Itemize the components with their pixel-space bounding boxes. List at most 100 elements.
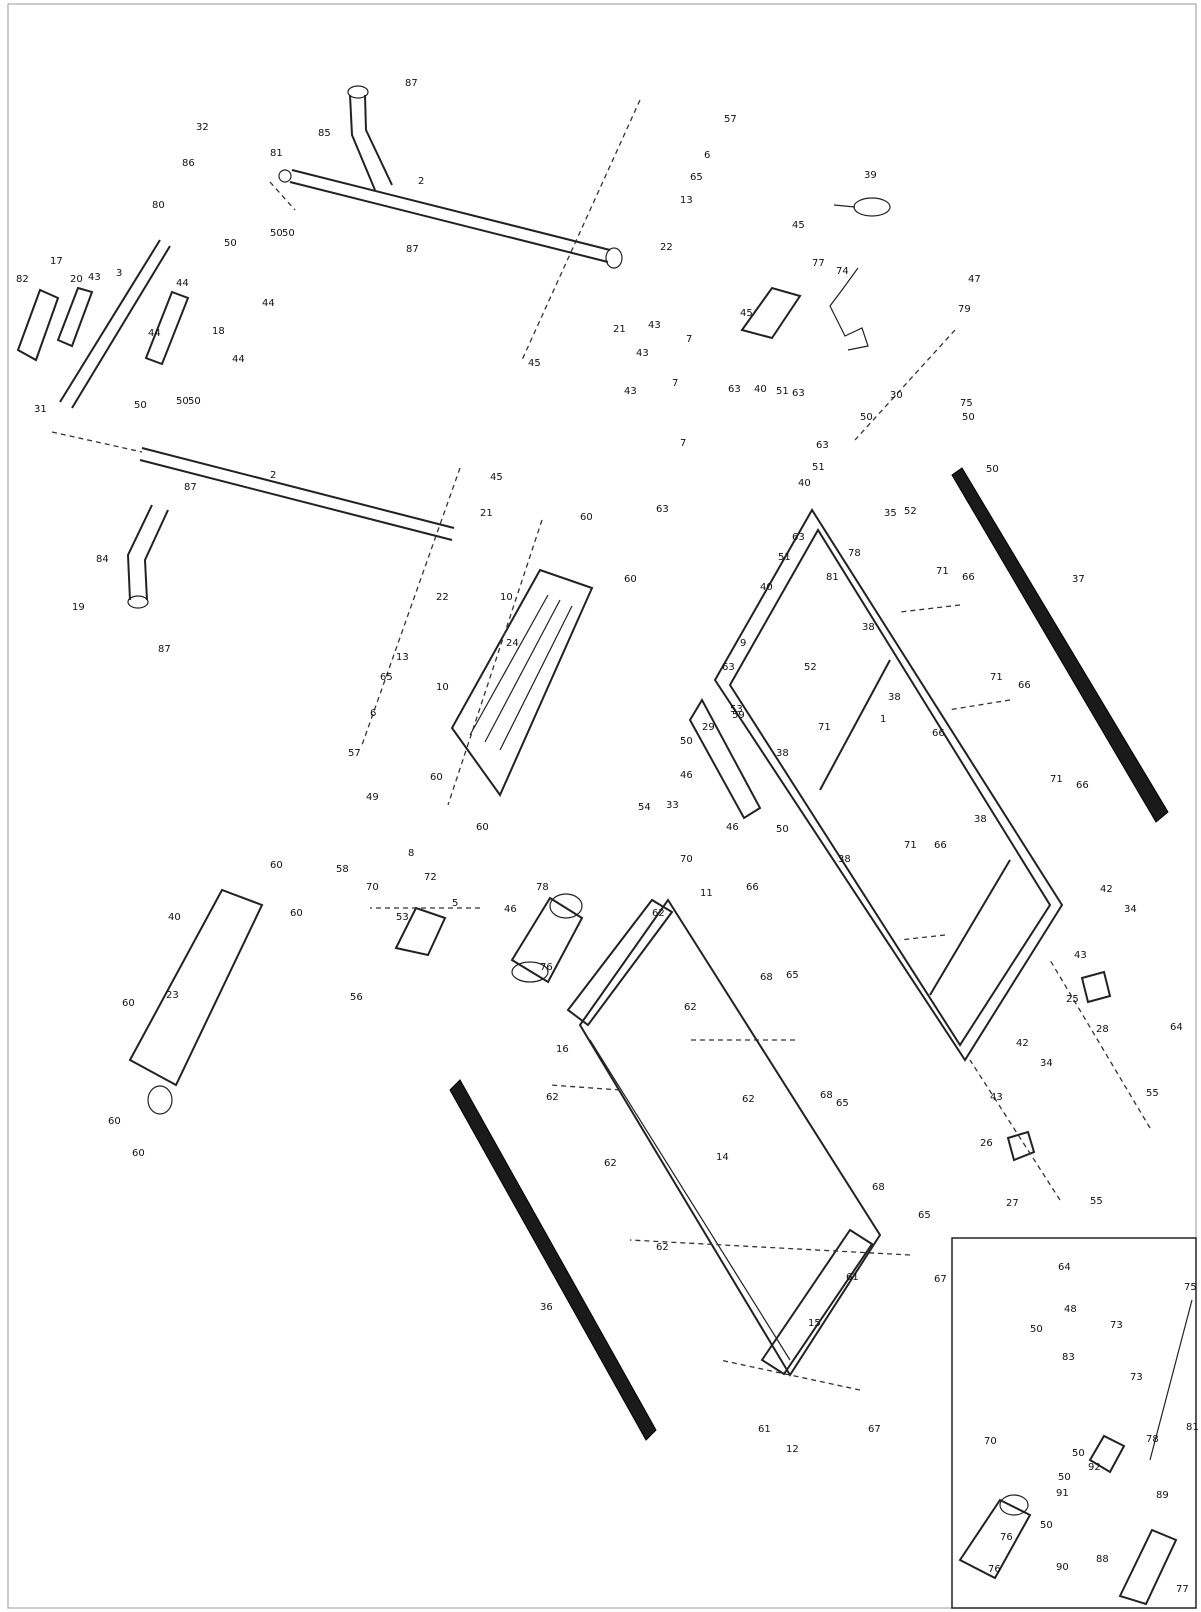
callout-50: 50	[1040, 1520, 1053, 1531]
callout-50: 50	[860, 412, 873, 423]
callout-88: 88	[1096, 1554, 1109, 1565]
callout-66: 66	[1018, 680, 1031, 691]
callout-40: 40	[168, 912, 181, 923]
callout-66: 66	[932, 728, 945, 739]
deck	[578, 898, 882, 1377]
callout-3: 3	[116, 268, 122, 279]
callout-84: 84	[96, 554, 109, 565]
callout-38: 38	[838, 854, 851, 865]
callout-44: 44	[262, 298, 275, 309]
callout-5: 5	[452, 898, 458, 909]
callout-2: 2	[270, 470, 276, 481]
callout-77: 77	[812, 258, 825, 269]
callout-12: 12	[786, 1444, 799, 1455]
callout-23: 23	[166, 990, 179, 1001]
callout-63: 63	[656, 504, 669, 515]
callout-50: 50	[776, 824, 789, 835]
callout-62: 62	[656, 1242, 669, 1253]
callout-46: 46	[726, 822, 739, 833]
callout-38: 38	[862, 622, 875, 633]
callout-15: 15	[808, 1318, 821, 1329]
callout-44: 44	[232, 354, 245, 365]
callout-66: 66	[746, 882, 759, 893]
callout-26: 26	[980, 1138, 993, 1149]
callout-47: 47	[968, 274, 981, 285]
callout-22: 22	[436, 592, 449, 603]
frame-main	[713, 508, 1064, 1062]
callout-40: 40	[798, 478, 811, 489]
callout-81: 81	[1186, 1422, 1199, 1433]
callout-34: 34	[1040, 1058, 1053, 1069]
callout-53: 53	[730, 704, 743, 715]
callout-11: 11	[700, 888, 713, 899]
callout-46: 46	[680, 770, 693, 781]
callout-1: 1	[880, 714, 886, 725]
rear-end-cap-left	[1006, 1130, 1036, 1162]
callout-91: 91	[1056, 1488, 1069, 1499]
rear-roller	[760, 1228, 874, 1376]
callout-50: 50	[1058, 1472, 1071, 1483]
callout-50: 50	[188, 396, 201, 407]
callout-43: 43	[648, 320, 661, 331]
callout-28: 28	[1096, 1024, 1109, 1035]
callout-81: 81	[826, 572, 839, 583]
callout-45: 45	[792, 220, 805, 231]
callout-60: 60	[580, 512, 593, 523]
callout-76: 76	[540, 962, 553, 973]
callout-63: 63	[816, 440, 829, 451]
callout-76: 76	[988, 1564, 1001, 1575]
callout-60: 60	[270, 860, 283, 871]
callout-92: 92	[1088, 1462, 1101, 1473]
callout-14: 14	[716, 1152, 729, 1163]
callout-62: 62	[652, 908, 665, 919]
callout-32: 32	[196, 122, 209, 133]
callout-55: 55	[1090, 1196, 1103, 1207]
front-roller	[566, 898, 674, 1027]
callout-60: 60	[624, 574, 637, 585]
callout-63: 63	[792, 532, 805, 543]
callout-85: 85	[318, 128, 331, 139]
handlebar-left	[126, 504, 169, 609]
callout-71: 71	[1050, 774, 1063, 785]
callout-45: 45	[528, 358, 541, 369]
callout-45: 45	[490, 472, 503, 483]
callout-2: 2	[418, 176, 424, 187]
callout-90: 90	[1056, 1562, 1069, 1573]
callout-31: 31	[34, 404, 47, 415]
callout-13: 13	[680, 195, 693, 206]
callout-66: 66	[962, 572, 975, 583]
front-motor	[510, 893, 584, 984]
callout-72: 72	[424, 872, 437, 883]
callout-19: 19	[72, 602, 85, 613]
callout-43: 43	[636, 348, 649, 359]
callout-78: 78	[536, 882, 549, 893]
callout-77: 77	[1176, 1584, 1189, 1595]
oil-bottle	[833, 197, 891, 217]
callout-50: 50	[1072, 1448, 1085, 1459]
callout-73: 73	[1130, 1372, 1143, 1383]
callout-labels: 87 85 32 86 81 50 50 2 87 57 6 65 13 22 …	[16, 78, 1199, 1595]
callout-60: 60	[132, 1148, 145, 1159]
callout-27: 27	[1006, 1198, 1019, 1209]
callout-60: 60	[476, 822, 489, 833]
callout-50: 50	[680, 736, 693, 747]
callout-65: 65	[836, 1098, 849, 1109]
callout-43: 43	[1074, 950, 1087, 961]
upright-tube-left	[139, 447, 455, 541]
callout-25: 25	[1066, 994, 1079, 1005]
callout-86: 86	[182, 158, 195, 169]
callout-10: 10	[436, 682, 449, 693]
callout-71: 71	[818, 722, 831, 733]
callout-83: 83	[1062, 1352, 1075, 1363]
callout-44: 44	[176, 278, 189, 289]
callout-48: 48	[1064, 1304, 1077, 1315]
callout-52: 52	[904, 506, 917, 517]
callout-51: 51	[812, 462, 825, 473]
side-rail-right	[951, 467, 1169, 823]
console-housing	[16, 286, 190, 366]
callout-7: 7	[680, 438, 686, 449]
callout-50: 50	[224, 238, 237, 249]
callout-33: 33	[666, 800, 679, 811]
callout-66: 66	[934, 840, 947, 851]
